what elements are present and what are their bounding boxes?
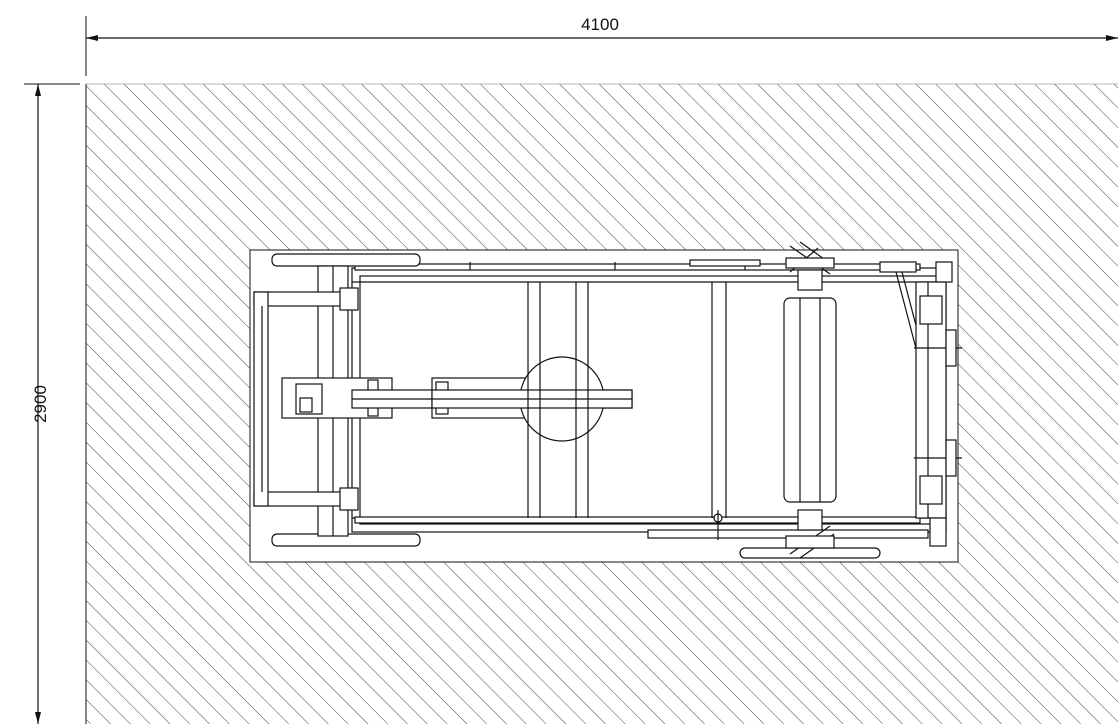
width-dimension: 4100 bbox=[85, 15, 1118, 76]
width-dimension-label: 4100 bbox=[581, 15, 619, 34]
height-dimension-label: 2900 bbox=[31, 385, 50, 423]
height-dimension: 2900 bbox=[24, 83, 80, 724]
machine-top-view bbox=[249, 241, 962, 563]
